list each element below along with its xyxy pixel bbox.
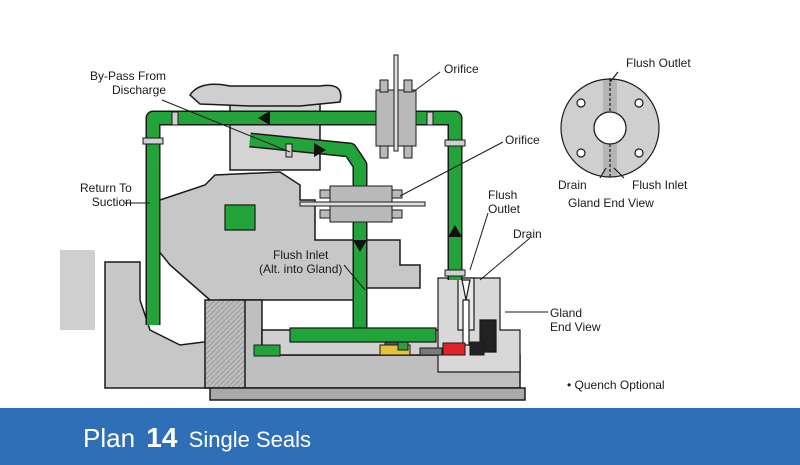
plan-title: Plan 14 Single Seals	[83, 422, 311, 454]
pipe-couplings	[142, 111, 466, 277]
flow-arrows	[258, 111, 462, 252]
plan-subtitle: Single Seals	[188, 427, 311, 452]
orifice-top-label: Orifice	[444, 62, 479, 76]
gland-passage	[289, 327, 437, 343]
end-view-flush-inlet-label: Flush Inlet	[632, 178, 688, 192]
orifice-top	[375, 54, 417, 159]
orifice-mid-label: Orifice	[505, 133, 540, 147]
bolt-holes	[576, 98, 644, 158]
pipe-fitting	[224, 204, 256, 231]
quench-note: • Quench Optional	[567, 378, 665, 392]
plan-word: Plan	[83, 423, 136, 453]
plan-14-diagram	[60, 54, 660, 401]
end-view-flush-outlet-label: Flush Outlet	[626, 56, 691, 70]
orifice-mid	[299, 185, 426, 223]
footer-bar: Plan 14 Single Seals	[0, 408, 800, 465]
leader-lines	[125, 71, 548, 313]
end-view-drain-label: Drain	[558, 178, 587, 192]
gland-housing	[437, 277, 521, 373]
drain-label: Drain	[513, 227, 542, 241]
plan-number: 14	[146, 422, 178, 453]
pipe-fitting	[253, 344, 281, 357]
end-view-title: Gland End View	[568, 196, 654, 210]
gland-end-view	[560, 71, 660, 179]
flush-inlet-label: Flush Inlet(Alt. into Gland)	[259, 248, 343, 276]
